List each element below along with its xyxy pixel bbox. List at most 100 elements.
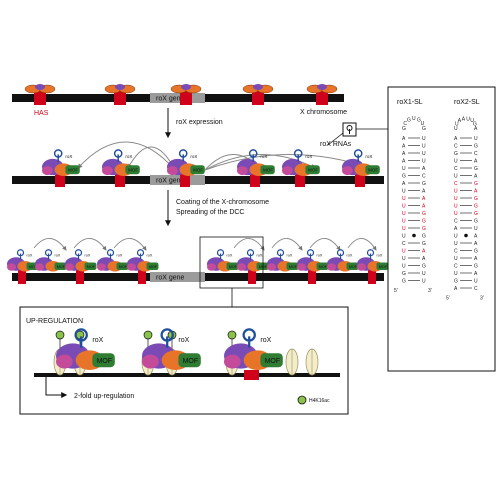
- rox-small-label: roX: [317, 254, 323, 258]
- stem-base-left: U: [454, 234, 458, 240]
- stem-base-right: G: [474, 204, 478, 210]
- stem-base-right: G: [422, 226, 426, 232]
- msl3-subunit: [342, 166, 353, 176]
- stem-base-left: U: [402, 211, 406, 217]
- stem-base-right: U: [422, 279, 426, 285]
- coating-label-line2: Spreading of the DCC: [176, 209, 244, 216]
- loop-base: C: [403, 121, 407, 127]
- rox-small-label: roX: [257, 254, 263, 258]
- mof-subunit: [125, 165, 140, 175]
- stem-base-left: A: [402, 144, 406, 150]
- loop-base: U: [470, 118, 474, 124]
- rox-gene-box: [150, 93, 205, 103]
- msl3-subunit: [267, 263, 276, 271]
- stem-base-left: U: [402, 166, 406, 172]
- msl-subunit: [115, 84, 125, 90]
- rox-rna-stemloop: [74, 249, 83, 260]
- stem-base-left: C: [454, 219, 458, 225]
- spreading-arc: [77, 141, 176, 171]
- rox-rna-stemloop: [248, 149, 258, 162]
- msl3-subunit: [327, 263, 336, 271]
- has-site: [34, 91, 46, 105]
- zoom-region-box: [199, 236, 264, 289]
- rox-rna-stemloop: [53, 149, 63, 162]
- stemloop-box: [387, 86, 496, 372]
- h4k16ac-legend-icon: [297, 395, 307, 405]
- rox-rna-stemloop: [242, 328, 256, 348]
- rox-small-label: roX: [260, 337, 271, 344]
- msl-subunit: [253, 84, 263, 90]
- dcc-complex: MOF roX: [97, 249, 129, 272]
- stem-base-right: C: [474, 286, 478, 292]
- mof-subunit: [226, 262, 239, 270]
- rox-rna-stemloop: [160, 328, 174, 348]
- stem-base-left: U: [454, 241, 458, 247]
- msl3-subunit: [237, 166, 248, 176]
- has-site: [355, 173, 365, 187]
- stem-base-left: U: [454, 196, 458, 202]
- rox-gene-label: roX gene: [156, 96, 185, 103]
- stem-base-right: A: [474, 159, 478, 165]
- stem-base-right: G: [474, 196, 478, 202]
- msl3-subunit: [65, 263, 74, 271]
- mof-subunit: [316, 262, 329, 270]
- stem-base-left: U: [402, 234, 406, 240]
- rox-rna-stemloop: [16, 249, 25, 260]
- rox-expression-label: roX expression: [176, 119, 223, 126]
- stem-base-right: A: [422, 166, 426, 172]
- stem-base-left: G: [402, 279, 406, 285]
- upregulation-title: UP-REGULATION: [26, 318, 83, 325]
- mof-subunit: [346, 262, 359, 270]
- rox-gene-label-2: roX gene: [156, 178, 185, 185]
- msl-cluster: [242, 84, 274, 94]
- loop-base: G: [422, 126, 426, 132]
- msl3-subunit: [224, 354, 241, 369]
- msl3-subunit: [357, 263, 366, 271]
- loop-base: A: [474, 126, 478, 132]
- msl3-subunit: [142, 354, 159, 369]
- msl-subunit: [317, 84, 327, 90]
- rox-rnas-label: roX RNAs: [320, 141, 352, 148]
- rox-small-label: roX: [117, 254, 123, 258]
- msl3-subunit: [56, 354, 73, 369]
- mof-label: MOF: [229, 265, 238, 269]
- stem-base-right: G: [474, 166, 478, 172]
- msl3-subunit: [127, 263, 136, 271]
- stem-base-right: G: [422, 181, 426, 187]
- h4k16ac-mark: [227, 330, 237, 340]
- stem-base-left: C: [454, 249, 458, 255]
- msl-cluster: [306, 84, 338, 94]
- nucleosome: [285, 348, 299, 376]
- has-site: [55, 173, 65, 187]
- mof-label: MOF: [119, 265, 128, 269]
- msl3-subunit: [237, 263, 246, 271]
- stem-base-left: A: [402, 159, 406, 165]
- stem-base-right: C: [422, 174, 426, 180]
- loop-base: A: [458, 118, 462, 124]
- mof-subunit: [65, 165, 80, 175]
- msl-cluster: [170, 84, 202, 94]
- loop-base: G: [402, 126, 406, 132]
- rox-small-label: roX: [377, 254, 383, 258]
- mof-subunit: [256, 262, 269, 270]
- coating-label-line1: Coating of the X-chromosome: [176, 199, 269, 206]
- mof-label: MOF: [308, 168, 318, 173]
- stem-base-left: C: [454, 166, 458, 172]
- rox-gene-label-3: roX gene: [156, 275, 185, 282]
- stem-base-left: U: [402, 219, 406, 225]
- rox-small-label: roX: [227, 254, 233, 258]
- loop-base: U: [412, 116, 416, 122]
- rox-rna-stemloop: [106, 249, 115, 260]
- rox-rna-stemloop: [178, 149, 188, 162]
